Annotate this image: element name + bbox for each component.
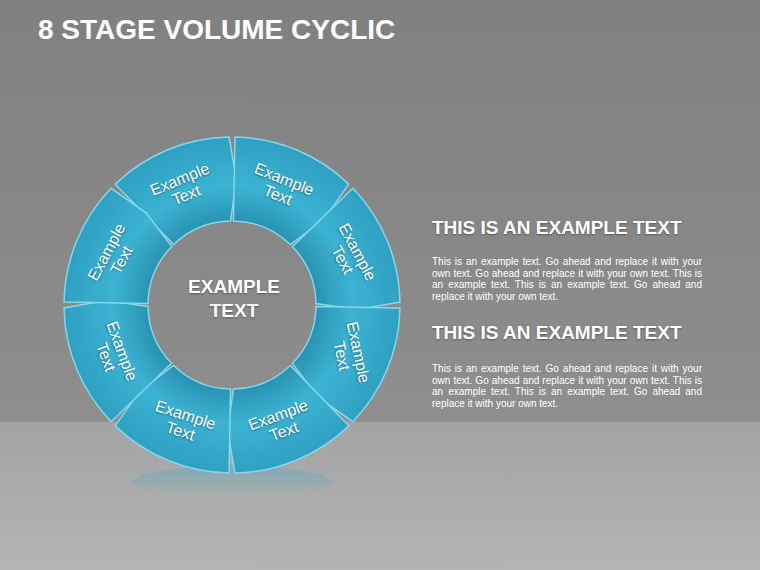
ring-segment-label: Example Text [234, 151, 328, 223]
section-heading: THIS IS AN EXAMPLE TEXT [432, 217, 722, 239]
ring-segment [64, 188, 172, 303]
ring-segment-label: Example Text [234, 388, 328, 458]
body-text: This is an example text. Go ahead and re… [432, 363, 702, 409]
body-text: This is an example text. Go ahead and re… [432, 256, 702, 302]
ring-segment-label: Example Text [136, 151, 230, 223]
ring-segment [292, 188, 400, 309]
ring-segment-label: Example Text [79, 307, 149, 401]
diagram-title: 8 STAGE VOLUME CYCLIC [38, 14, 395, 46]
section-heading: THIS IS AN EXAMPLE TEXT [432, 322, 722, 344]
segment-text: Example Text [240, 157, 321, 216]
segment-text: Example Text [326, 314, 375, 393]
center-text: EXAMPLE TEXT [172, 275, 296, 323]
segment-text: Example Text [85, 313, 142, 394]
ring-segment [228, 365, 349, 473]
ring-reflection [132, 466, 332, 498]
segment-text: Example Text [81, 215, 146, 296]
ring-segment-label: Example Text [320, 308, 381, 399]
ring-segment-label: Example Text [75, 209, 153, 304]
segment-text: Example Text [142, 157, 223, 216]
ring-segment-label: Example Text [311, 209, 389, 304]
segment-text: Example Text [143, 396, 224, 451]
ring-segment-label: Example Text [136, 389, 229, 457]
segment-text: Example Text [240, 395, 321, 452]
segment-text: Example Text [318, 215, 383, 296]
